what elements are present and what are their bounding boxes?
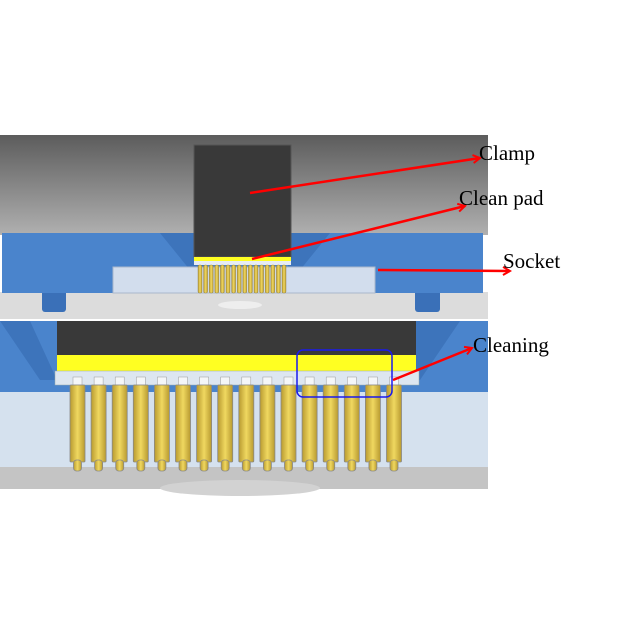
pogo-pin <box>364 376 381 472</box>
pogo-pin <box>196 376 213 472</box>
pogo-pin <box>220 264 225 294</box>
detail-pins <box>69 376 402 472</box>
pogo-pin <box>236 264 242 294</box>
pogo-pin <box>386 376 402 472</box>
guide-left-detail <box>0 321 57 380</box>
pad-carrier-detail <box>54 370 420 386</box>
pogo-pin <box>301 376 318 472</box>
pogo-pin <box>259 264 264 294</box>
pogo-pin <box>259 376 276 472</box>
pogo-pin <box>280 376 297 472</box>
pogo-pin <box>238 376 255 472</box>
clamp-label: Clamp <box>479 141 535 165</box>
clean-pad <box>194 257 291 261</box>
socket-foot-left <box>42 290 66 312</box>
pogo-pin <box>225 264 231 294</box>
pogo-pin <box>281 264 287 294</box>
reflection-detail <box>160 480 320 496</box>
pogo-pin <box>208 264 214 294</box>
socket-foot-right <box>415 290 440 312</box>
pogo-pin <box>217 376 234 472</box>
clamp-arrow <box>249 158 480 195</box>
pogo-pin <box>69 376 86 472</box>
pogo-pin <box>197 264 203 294</box>
pogo-pin <box>132 376 149 472</box>
detail-panel <box>0 321 488 496</box>
cleaning-arrow <box>392 348 472 382</box>
pogo-pin <box>203 264 208 294</box>
clean-pad-arrow <box>251 206 465 261</box>
reflection <box>218 301 262 309</box>
clean-pad-detail <box>57 355 416 371</box>
cleaning-label: Cleaning <box>473 333 549 357</box>
pogo-pin <box>231 264 236 294</box>
pogo-pin <box>322 376 339 472</box>
clamp-block <box>193 144 292 258</box>
base-plate-detail <box>0 467 488 489</box>
pogo-pin <box>111 376 128 472</box>
pogo-pin <box>343 376 360 472</box>
top-pins <box>197 264 287 294</box>
pogo-pin <box>253 264 259 294</box>
clean-pad-label: Clean pad <box>459 186 544 210</box>
cleaning-highlight-box <box>296 349 393 398</box>
pogo-pin <box>90 376 107 472</box>
pad-carrier <box>194 261 291 265</box>
pogo-pin <box>153 376 170 472</box>
pogo-pin <box>248 264 253 294</box>
socket-arrow <box>377 270 510 271</box>
pogo-pin <box>276 264 281 294</box>
pogo-pin <box>265 264 270 294</box>
pogo-pin <box>175 376 191 472</box>
pogo-pin <box>270 264 275 294</box>
socket-label: Socket <box>503 249 560 273</box>
pogo-pin <box>214 264 220 294</box>
pogo-pin <box>242 264 248 294</box>
overview-panel <box>0 135 488 319</box>
